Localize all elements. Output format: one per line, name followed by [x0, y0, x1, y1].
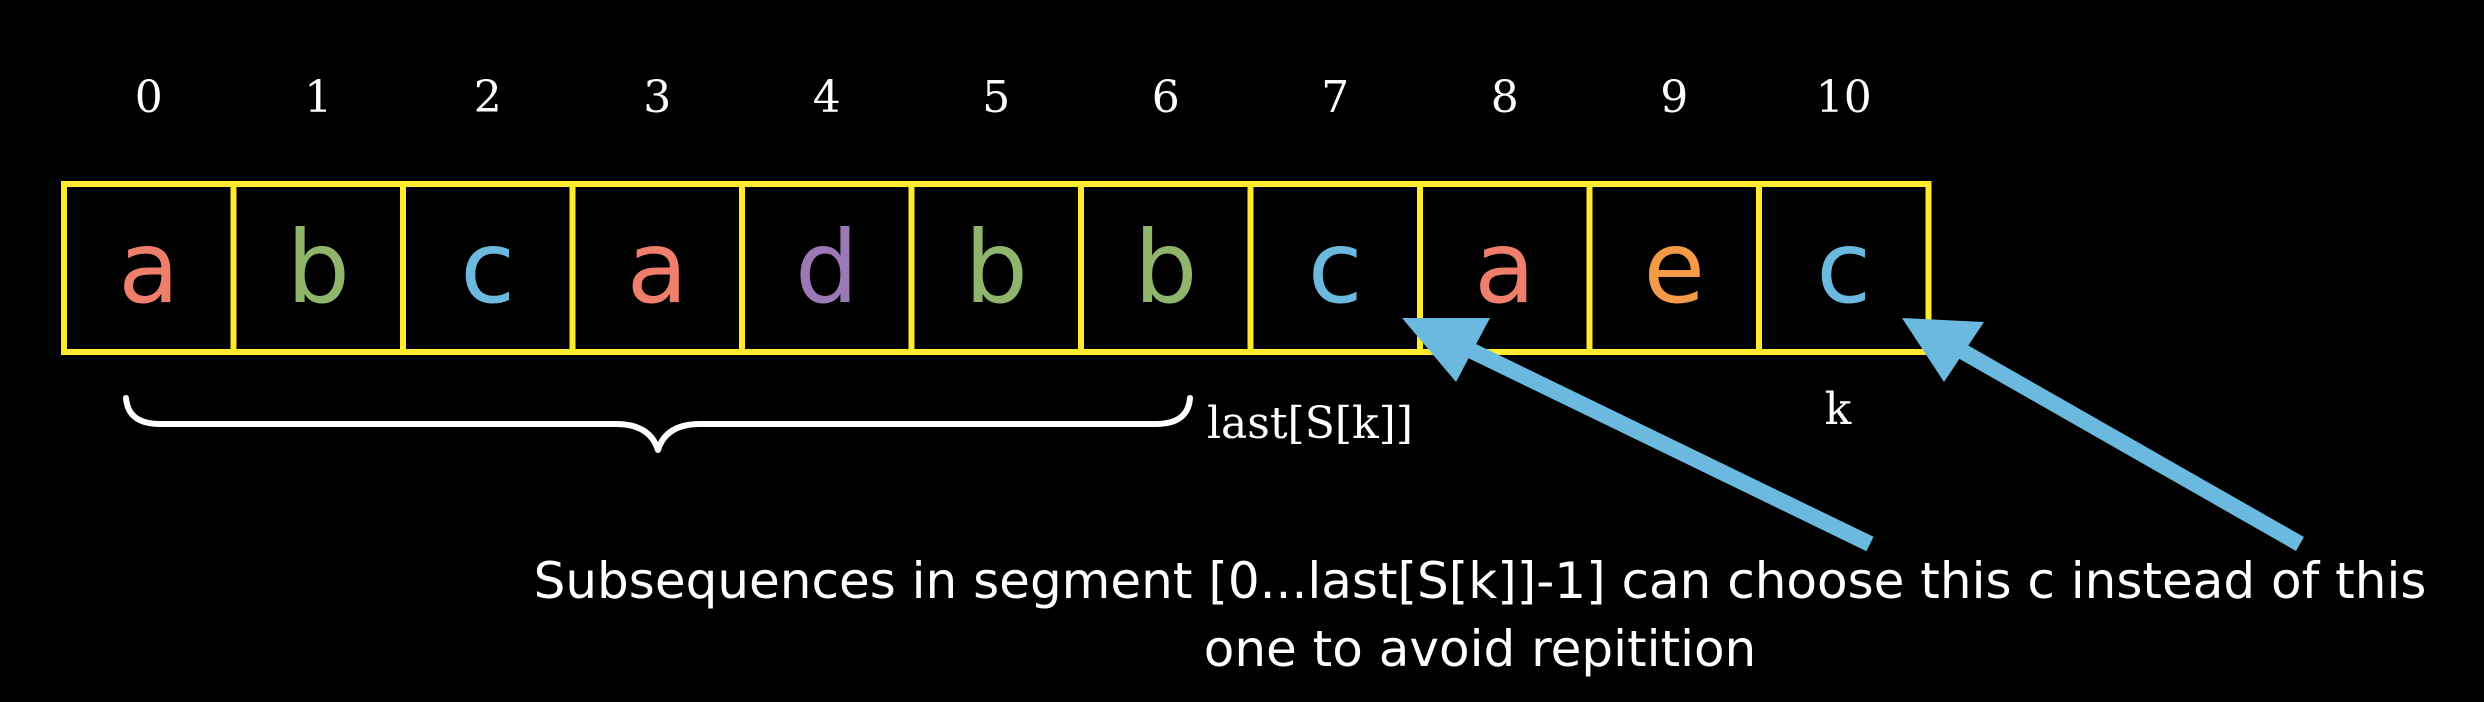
array-cell: a [61, 181, 237, 355]
k-pointer-label: k [1825, 384, 1852, 435]
cell-character: b [965, 209, 1028, 326]
array-cell: b [908, 181, 1084, 355]
cell-character: e [1643, 209, 1705, 326]
cell-box [1247, 181, 1423, 355]
array-cell: b [1078, 181, 1254, 355]
last-pointer-label: last[S[k]] [1207, 398, 1413, 449]
segment-brace [123, 395, 1193, 453]
cell-character: b [1134, 209, 1197, 326]
cell-box [1078, 181, 1254, 355]
caption-line-2: one to avoid repitition [1204, 620, 1757, 678]
cell-character: b [287, 209, 350, 326]
array-cell: a [1417, 181, 1593, 355]
cell-box [1586, 181, 1762, 355]
array-cell: c [1756, 181, 1932, 355]
index-label: 9 [1660, 72, 1688, 123]
cell-character: a [118, 209, 179, 326]
array-cell: d [739, 181, 915, 355]
caption-line-1: Subsequences in segment [0...last[S[k]]-… [534, 552, 2427, 610]
cell-character: d [795, 209, 858, 326]
cell-box [908, 181, 1084, 355]
cell-character: c [1308, 209, 1363, 326]
arrow-to-current-c [1902, 318, 2304, 551]
index-row: 0 1 2 3 4 5 6 7 8 9 10 [135, 72, 1872, 123]
index-label: 0 [135, 72, 163, 123]
cell-character: c [460, 209, 515, 326]
cell-character: c [1816, 209, 1871, 326]
cell-box [739, 181, 915, 355]
array-cell: a [569, 181, 745, 355]
cell-box [230, 181, 406, 355]
cell-box [61, 181, 237, 355]
array-cell: e [1586, 181, 1762, 355]
cell-character: a [627, 209, 688, 326]
index-label: 3 [643, 72, 671, 123]
index-label: 4 [813, 72, 841, 123]
cell-box [1756, 181, 1932, 355]
index-label: 6 [1152, 72, 1180, 123]
cell-box [400, 181, 576, 355]
array-cell: b [230, 181, 406, 355]
index-label: 5 [982, 72, 1010, 123]
cell-character: a [1474, 209, 1535, 326]
arrow-to-last-c [1402, 318, 1874, 552]
array-cell: c [1247, 181, 1423, 355]
index-label: 2 [474, 72, 502, 123]
index-label: 8 [1491, 72, 1519, 123]
index-label: 7 [1321, 72, 1349, 123]
index-label: 10 [1816, 72, 1872, 123]
index-label: 1 [304, 72, 332, 123]
array-cell: c [400, 181, 576, 355]
